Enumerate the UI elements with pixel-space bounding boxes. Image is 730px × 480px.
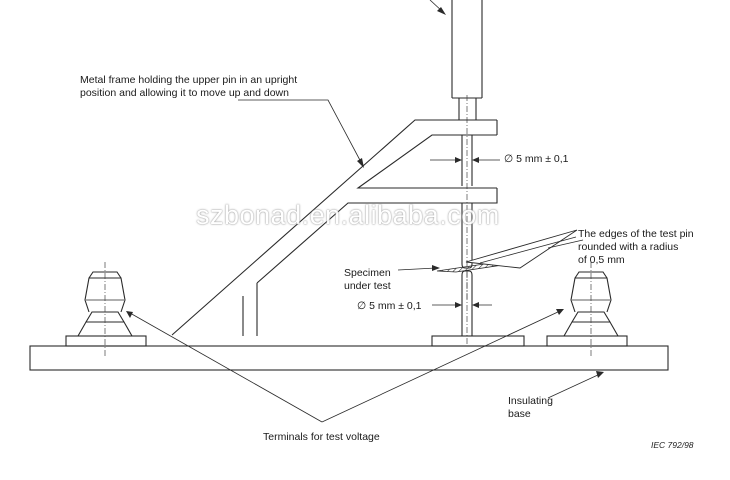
terminal-right bbox=[563, 262, 619, 357]
edges-label-line-3: of 0,5 mm bbox=[578, 254, 625, 266]
frame-label: Metal frame holding the upper pin in an … bbox=[80, 74, 297, 100]
insulating-base bbox=[29, 335, 669, 371]
terminal-left bbox=[77, 262, 133, 357]
leader-lines bbox=[126, 0, 604, 423]
specimen-label-line-1: Specimen bbox=[344, 267, 391, 279]
lower-pin bbox=[461, 270, 473, 345]
lower-diameter-dimension bbox=[432, 302, 492, 308]
upper-diameter-label: ∅ 5 mm ± 0,1 bbox=[504, 153, 569, 165]
pin-base bbox=[431, 335, 525, 347]
insulating-base-label: Insulating base bbox=[508, 395, 553, 421]
figure-id: IEC 792/98 bbox=[651, 440, 694, 450]
specimen bbox=[436, 229, 578, 273]
edges-label: The edges of the test pin rounded with a… bbox=[578, 228, 694, 267]
watermark: szbonad.en.alibaba.com bbox=[196, 200, 500, 230]
edges-label-line-1: The edges of the test pin bbox=[578, 228, 694, 240]
specimen-label-line-2: under test bbox=[344, 280, 391, 292]
metal-frame bbox=[171, 119, 498, 336]
edges-label-line-2: rounded with a radius bbox=[578, 241, 679, 253]
specimen-label: Specimen under test bbox=[344, 267, 391, 293]
insulating-base-label-line-1: Insulating bbox=[508, 395, 553, 407]
lower-diameter-label: ∅ 5 mm ± 0,1 bbox=[357, 300, 422, 312]
upper-diameter-dimension bbox=[430, 157, 500, 163]
terminals-label: Terminals for test voltage bbox=[263, 431, 380, 443]
upper-pin-rod bbox=[451, 0, 483, 300]
frame-label-line-1: Metal frame holding the upper pin in an … bbox=[80, 74, 298, 86]
frame-label-line-2: position and allowing it to move up and … bbox=[80, 87, 289, 99]
insulating-base-label-line-2: base bbox=[508, 408, 531, 420]
